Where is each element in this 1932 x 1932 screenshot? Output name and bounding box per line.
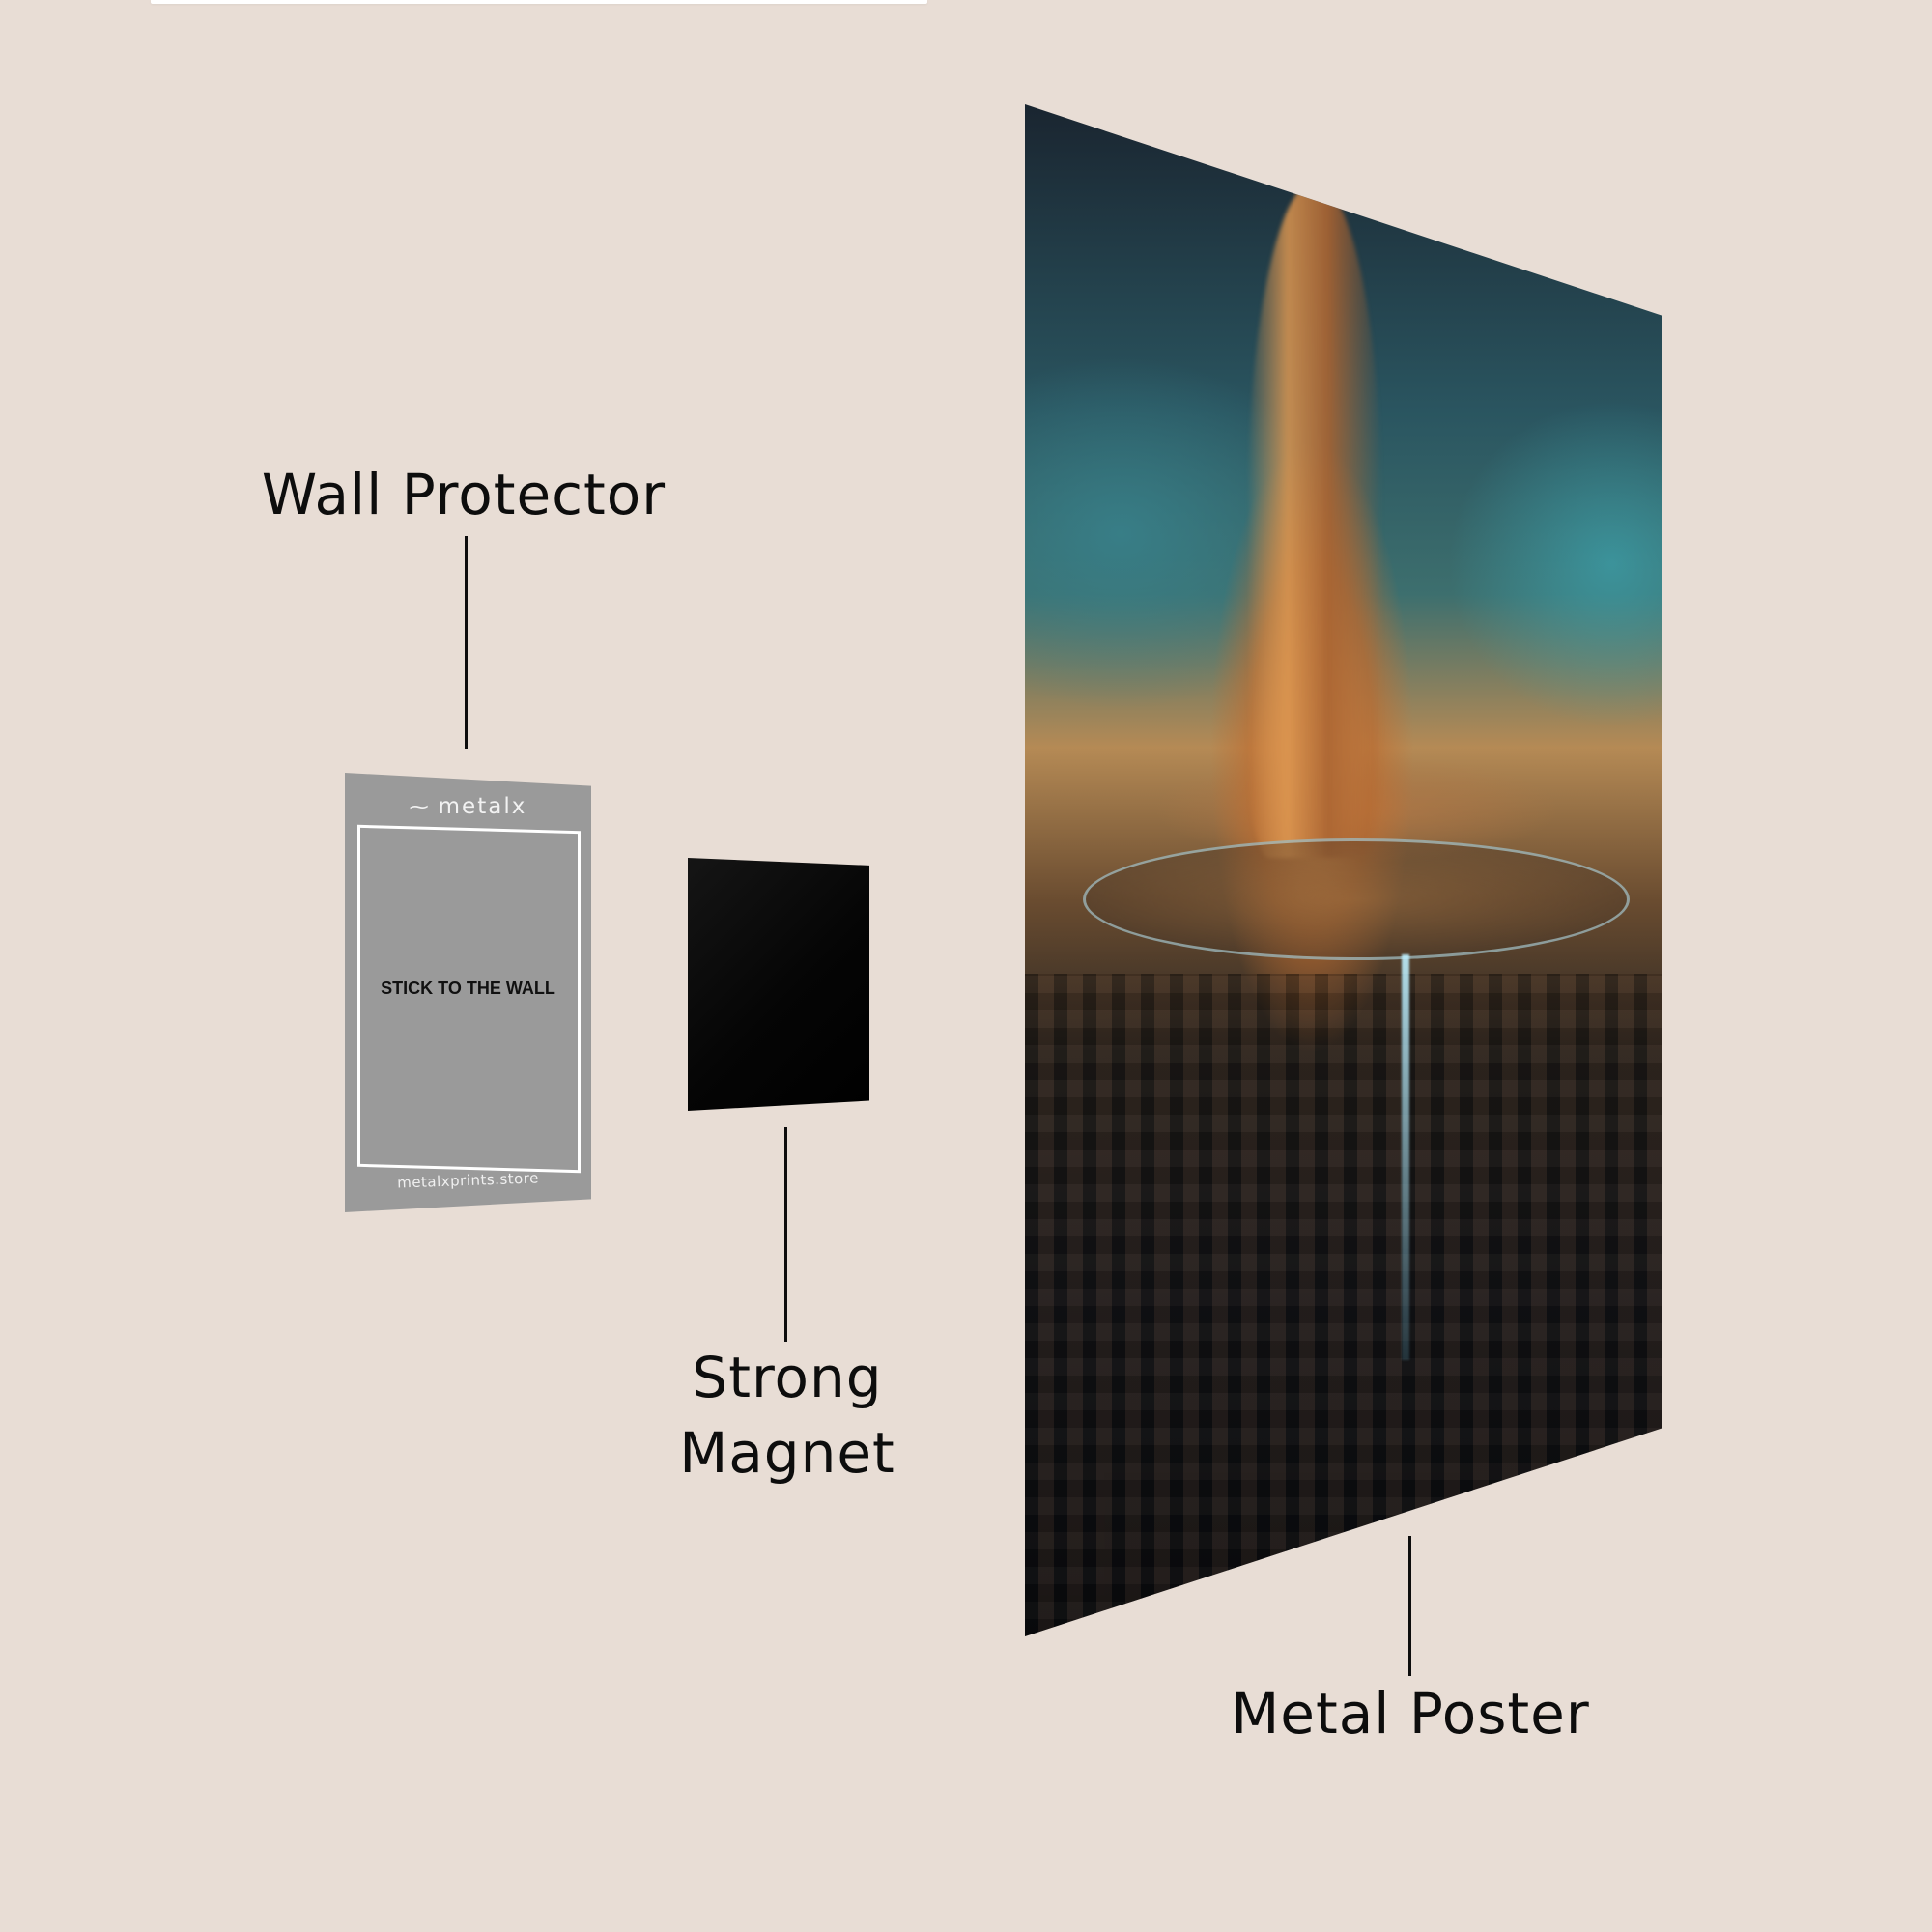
strong-magnet-plate: [688, 858, 869, 1111]
protector-inner-frame: [357, 824, 581, 1174]
top-edge-strip: [151, 0, 927, 4]
strong-magnet-label-line1: Strong: [692, 1345, 883, 1410]
wall-protector-plate: ⁓ metalx STICK TO THE WALL metalxprints.s…: [345, 773, 591, 1212]
wall-protector-label: Wall Protector: [261, 462, 667, 527]
metal-poster-leader-line: [1408, 1536, 1411, 1676]
wall-protector-leader-line: [465, 536, 468, 749]
strong-magnet-leader-line: [784, 1127, 787, 1342]
metal-poster-label: Metal Poster: [1231, 1681, 1590, 1747]
strong-magnet-label-line2: Magnet: [679, 1420, 895, 1486]
metalx-logo: ⁓ metalx: [345, 794, 591, 819]
metalx-logo-text: metalx: [438, 794, 527, 819]
stick-to-wall-text: STICK TO THE WALL: [381, 979, 555, 998]
protector-url: metalxprints.store: [396, 1169, 540, 1192]
poster-light-beam: [1402, 954, 1409, 1360]
poster-cityscape: [1025, 974, 1662, 1636]
metalx-logo-icon: ⁓: [409, 795, 431, 818]
metal-poster-artwork: [1025, 104, 1662, 1636]
poster-platform-ring: [1083, 838, 1630, 960]
poster-tree-trunk: [1247, 182, 1382, 858]
